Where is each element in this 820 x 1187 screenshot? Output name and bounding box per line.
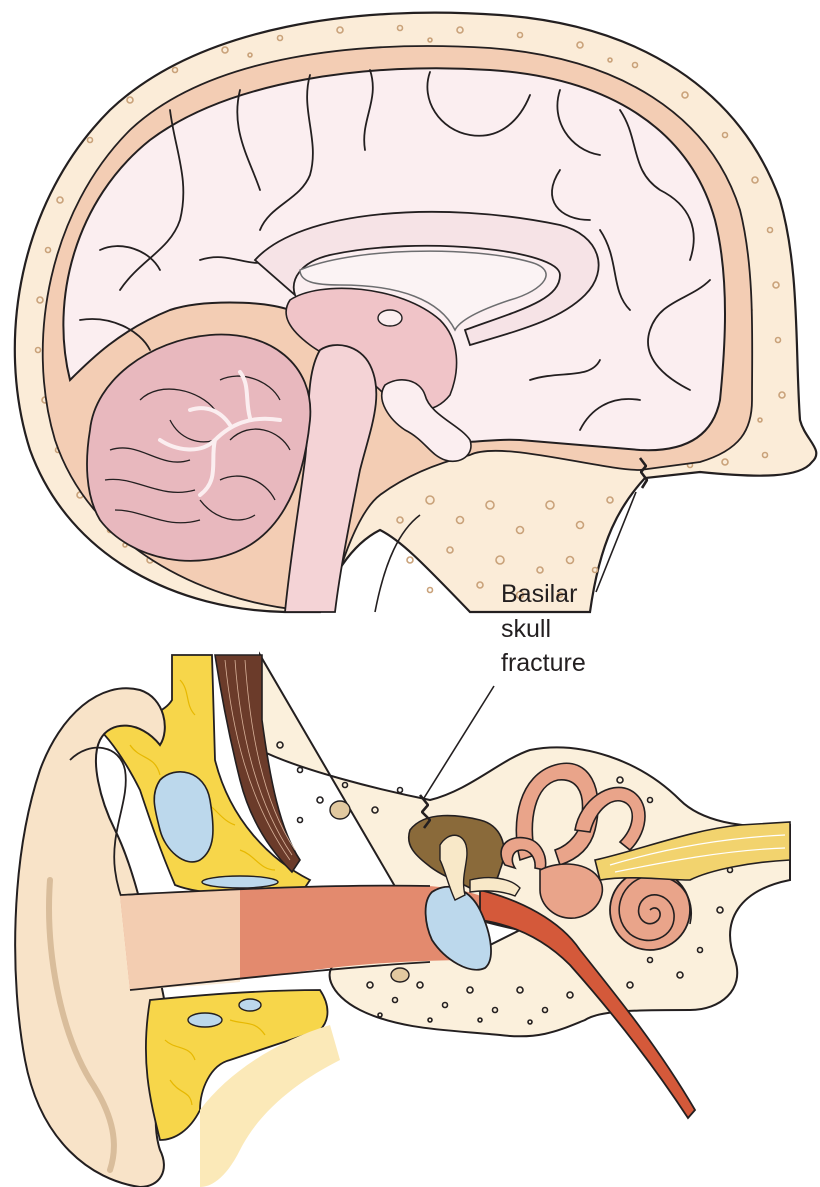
tympanic-membrane (424, 885, 492, 971)
vestibule (539, 863, 604, 919)
ossicles (439, 834, 521, 901)
interthalamic-adhesion (377, 309, 403, 327)
canal-lower-wall (129, 961, 431, 991)
temporalis-muscle (214, 654, 301, 874)
label-line-1: Basilar (501, 580, 577, 608)
muscle-fibers (224, 659, 296, 861)
diencephalon (285, 287, 458, 411)
cochlea (609, 869, 692, 951)
ear-cross-section (14, 651, 791, 1187)
auricle-lobe-ridge (46, 877, 117, 1173)
label-line-2: skull (501, 615, 551, 643)
semicircular-canals (500, 762, 646, 871)
cerebral-gyri (79, 69, 711, 431)
arbor-vitae (158, 370, 282, 497)
cerebellum-folia (104, 375, 291, 524)
label-line-3: fracture (501, 649, 586, 677)
bone-cavity-2 (390, 967, 410, 983)
basilar-fracture-mark-top (638, 457, 649, 489)
corpus-callosum (253, 210, 600, 347)
canal-upper-wall (119, 884, 431, 896)
bone-cavity-1 (329, 800, 351, 820)
fluid-pocket-lower-2 (238, 998, 262, 1012)
fluid-pocket-flat (201, 875, 279, 889)
pituitary-gland (381, 379, 472, 462)
vestibulocochlear-nerve (594, 821, 791, 881)
leader-line-top (595, 491, 637, 593)
spinal-canal-outline (374, 514, 421, 613)
eustachian-tube (479, 888, 697, 1120)
lower-soft-tissue (200, 1025, 340, 1187)
head-sagittal-section (13, 11, 818, 614)
fluid-pocket-lower-1 (187, 1012, 223, 1028)
nerve-fibers (609, 834, 786, 873)
leader-line-bottom (423, 685, 495, 799)
lateral-ventricle (299, 250, 547, 332)
fracture-label: Basilar skull fracture (501, 580, 586, 677)
basilar-fracture-mark-bottom (418, 794, 432, 829)
fat-lines-lower (164, 1019, 266, 1106)
canal-gradient-fade (120, 890, 240, 990)
fluid-pocket-upper (153, 771, 214, 863)
